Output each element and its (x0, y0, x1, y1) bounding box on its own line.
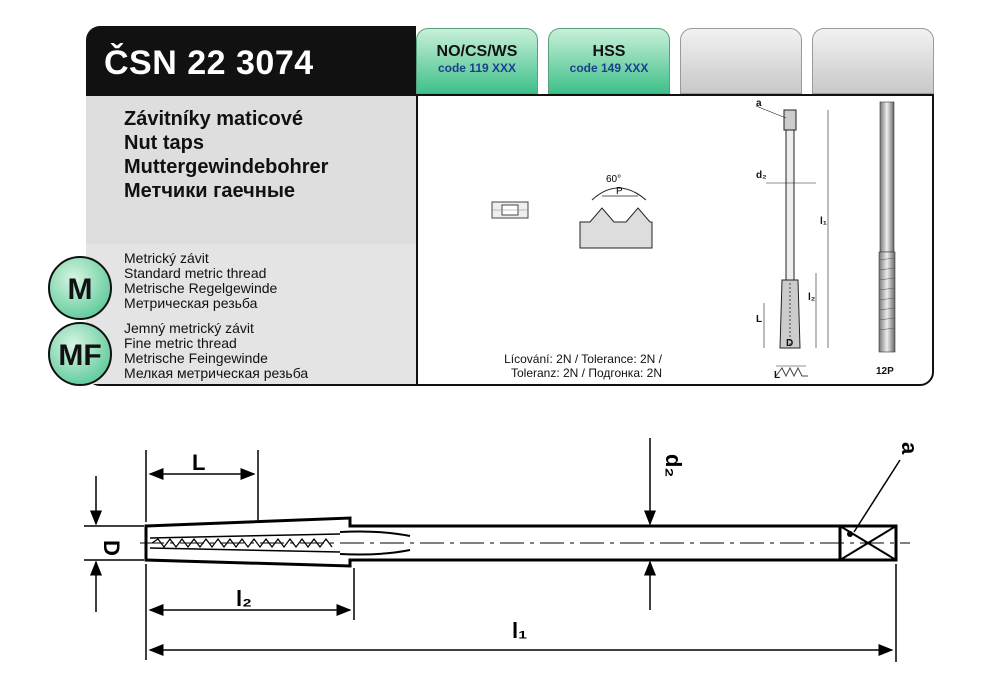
small-L-label: L (756, 314, 763, 325)
small-l2-label: l₂ (808, 292, 816, 303)
L-dimension-label: L (192, 450, 205, 475)
l2-dimension-label: l₂ (236, 586, 252, 611)
d2-dimension-label: d₂ (661, 454, 686, 477)
tab-material-label: NO/CS/WS (436, 43, 518, 60)
product-names-panel: Závitníky maticové Nut taps Muttergewind… (86, 96, 416, 244)
small-D-label: D (786, 338, 794, 349)
thread-length-symbol (775, 366, 808, 378)
thread-line: Metrische Regelgewinde (124, 280, 278, 296)
product-name-cz: Závitníky maticové (124, 108, 303, 130)
tab-empty-1[interactable] (680, 28, 802, 94)
product-name-de: Muttergewindebohrer (124, 156, 329, 178)
tab-code-label: code 149 XXX (569, 61, 649, 75)
product-name-en: Nut taps (124, 132, 204, 154)
tab-no-cs-ws[interactable]: NO/CS/WS code 119 XXX (416, 28, 538, 94)
thread-line: Мелкая метрическая резьба (124, 365, 309, 381)
tolerance-line-2: Toleranz: 2N / Подгонка: 2N (510, 366, 662, 380)
chamfer-code-label: 12P (876, 366, 894, 377)
main-tap-drawing: L D l₂ l₁ d₂ a (84, 438, 922, 662)
D-dimension-label: D (99, 540, 124, 556)
product-name-ru: Метчики гаечные (124, 180, 296, 202)
thread-line: Metrický závit (124, 250, 209, 266)
tab-code-label: code 119 XXX (437, 61, 517, 75)
standard-title: ČSN 22 3074 (104, 44, 314, 82)
thread-line: Standard metric thread (124, 265, 267, 281)
metric-badge: M (48, 256, 112, 320)
thread-profile-icon: 60° P (579, 174, 653, 249)
tolerance-line-1: Lícování: 2N / Tolerance: 2N / (504, 352, 662, 366)
thread-line: Metrische Feingewinde (124, 350, 268, 366)
tool-card: ČSN 22 3074 NO/CS/WS code 119 XXX HSS co… (48, 26, 934, 386)
a-dimension-label: a (897, 442, 922, 455)
panel-divider (416, 96, 418, 384)
small-a-label: a (756, 98, 762, 109)
small-l1-label: l₁ (820, 216, 827, 227)
thread-line: Jemný metrický závit (124, 320, 254, 336)
small-d2-label: d₂ (756, 170, 767, 181)
profile-pitch-label: P (616, 186, 623, 197)
tab-hss[interactable]: HSS code 149 XXX (548, 28, 670, 94)
standard-title-box: ČSN 22 3074 (86, 26, 416, 96)
thread-types-panel: M Metrický závit Standard metric thread … (48, 244, 416, 386)
l1-dimension-label: l₁ (512, 618, 527, 643)
nut-icon (491, 201, 529, 219)
tap-photo (878, 101, 896, 353)
thread-line: Метрическая резьба (124, 295, 258, 311)
tab-material-label: HSS (592, 43, 626, 60)
thread-line: Fine metric thread (124, 335, 237, 351)
tab-empty-2[interactable] (812, 28, 934, 94)
small-tap-drawing (755, 105, 829, 367)
small-L-bottom-label: L (774, 370, 781, 381)
profile-angle-label: 60° (606, 174, 621, 185)
fine-metric-badge: MF (48, 322, 112, 386)
